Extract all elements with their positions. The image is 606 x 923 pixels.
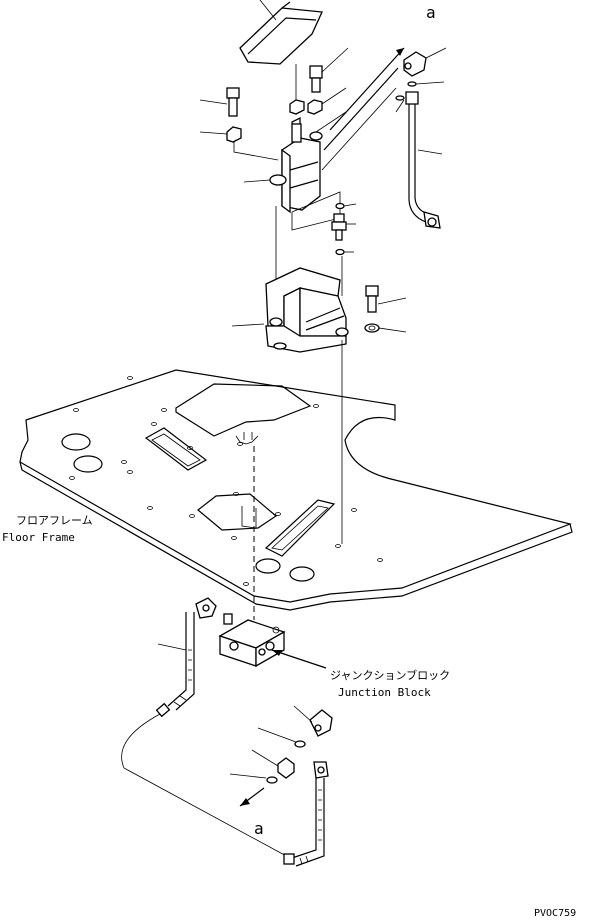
o-ring-lower (335, 248, 354, 256)
hydraulic-hose-right (283, 761, 329, 867)
valve-bracket (231, 267, 349, 353)
washer-left (199, 126, 279, 161)
o-ring-bottom-2 (229, 773, 278, 784)
junction-block-label-jp: ジャンクションブロック (330, 668, 450, 682)
hose-routing-line (121, 713, 291, 859)
pedal-cover (239, 0, 323, 65)
pedal-valve-body (243, 111, 347, 214)
reference-label-top: a (426, 3, 436, 22)
bolt-upper-right (309, 47, 349, 93)
adapter-fitting (251, 749, 295, 779)
junction-block (218, 613, 286, 668)
hydraulic-hose-upper (405, 91, 443, 229)
reference-label-bottom: a (254, 819, 264, 838)
washer-bracket (364, 323, 407, 333)
floor-frame-plate (19, 369, 573, 611)
reference-arrow-top (321, 47, 405, 171)
o-ring-top-right (407, 81, 445, 87)
bolt-bracket (365, 285, 407, 313)
o-ring-upper (335, 202, 357, 210)
elbow-fitting-bottom (293, 705, 333, 737)
hydraulic-hose-left (155, 597, 217, 718)
reference-arrow-bottom (239, 787, 265, 807)
bolt-left (199, 87, 240, 117)
floor-frame-label-en: Floor Frame (2, 531, 75, 544)
o-ring-top-right-2 (395, 95, 405, 113)
nut-upper-right (307, 87, 347, 115)
connector-fitting (331, 213, 356, 241)
junction-block-pointer (271, 649, 327, 669)
floor-frame-label-jp: フロアフレーム (16, 514, 93, 527)
o-ring-bottom (257, 727, 306, 748)
nut-upper-middle (289, 99, 305, 115)
elbow-fitting-top (403, 47, 447, 77)
drawing-code: PVOC759 (534, 908, 576, 919)
junction-block-label-en: Junction Block (338, 686, 431, 699)
